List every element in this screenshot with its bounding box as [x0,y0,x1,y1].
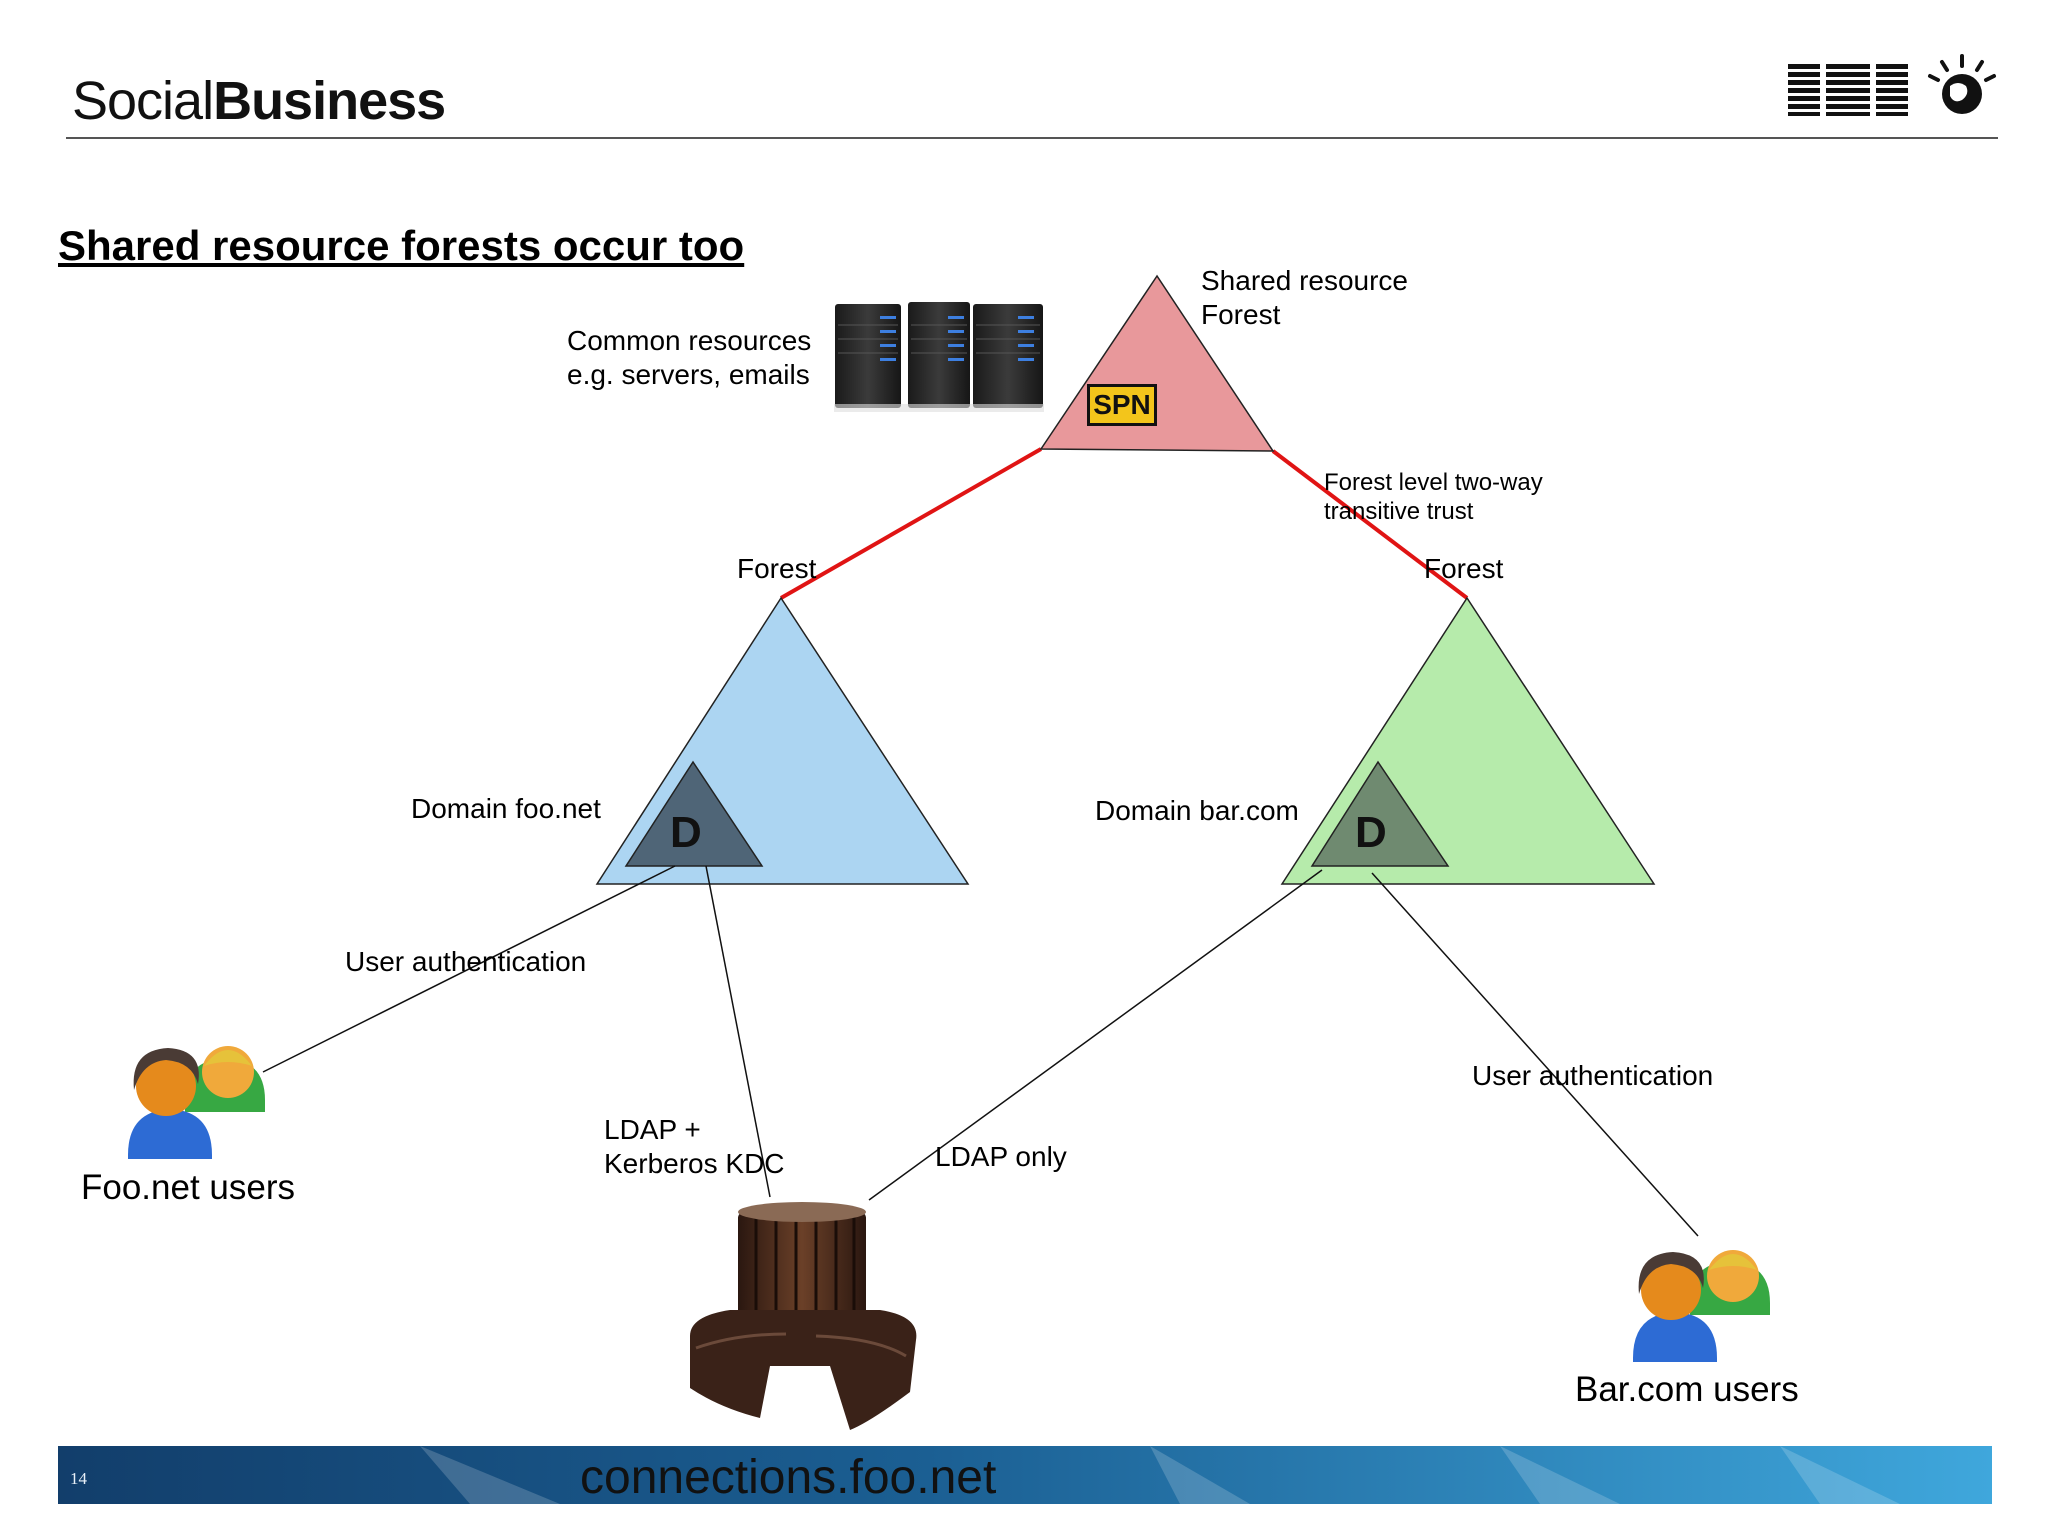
left-forest-label: Forest [737,553,817,584]
slide-title: Shared resource forests occur too [58,222,745,269]
common-resources-label-line1: Common resources [567,325,812,356]
left-auth-line [262,865,676,1073]
left-domain-controller-letter: D [670,808,702,857]
trust-line-left [780,447,1042,600]
supercomputer-icon [690,1202,917,1430]
brand-bold-text: Business [213,71,446,131]
trust-label-line1: Forest level two-way [1324,469,1543,496]
page-number: 14 [70,1469,87,1488]
bar-com-users-icon [1633,1250,1770,1362]
ldap-kerberos-line [705,865,771,1198]
spn-badge: SPN [1087,384,1157,426]
left-domain-controller-triangle [624,760,764,867]
foo-net-users-icon [128,1046,265,1159]
shared-forest-label-line2: Forest [1201,299,1281,330]
right-domain-controller-letter: D [1355,808,1387,857]
right-auth-line [1371,872,1699,1237]
server-hostname-label: connections.foo.net [580,1451,997,1504]
right-domain-label: Domain bar.com [1095,795,1299,826]
bar-com-users-label: Bar.com users [1575,1370,1799,1409]
trust-line-right [1271,449,1469,600]
ldap-kerberos-label-line1: LDAP + [604,1114,701,1145]
foo-net-users-label: Foo.net users [81,1168,295,1207]
ldap-only-label: LDAP only [935,1141,1067,1172]
brand-wordmark: SocialBusiness [72,70,446,132]
shared-forest-label-line1: Shared resource [1201,265,1409,296]
left-auth-label: User authentication [345,946,587,977]
left-domain-label: Domain foo.net [411,793,601,824]
right-auth-label: User authentication [1472,1060,1714,1091]
common-resources-label-line2: e.g. servers, emails [567,359,810,390]
ibm-logo-icon [1788,54,1996,116]
ldap-kerberos-label-line2: Kerberos KDC [604,1148,785,1179]
right-forest-label: Forest [1424,553,1504,584]
right-domain-controller-triangle [1310,760,1450,867]
footer-bar [58,1446,1992,1504]
trust-label-line2: transitive trust [1324,498,1474,525]
brand-light-text: Social [72,71,214,131]
server-rack-icon [834,302,1044,412]
ldap-only-line [868,869,1323,1201]
